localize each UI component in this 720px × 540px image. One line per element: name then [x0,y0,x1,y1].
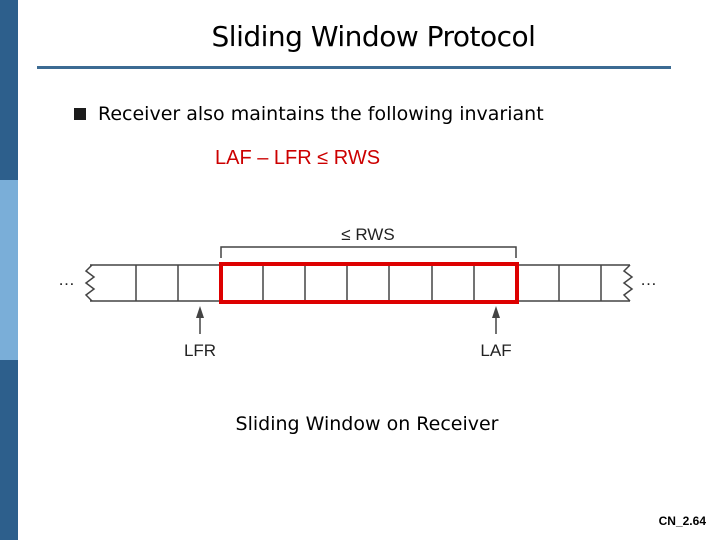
torn-edge-right [622,264,634,302]
title-underline [37,66,671,69]
diagram-caption: Sliding Window on Receiver [235,413,499,435]
sidebar-accent [0,0,18,540]
slide-title: Sliding Window Protocol [211,20,536,53]
sidebar-segment-bottom [0,360,18,540]
lfr-arrow-head-icon [196,306,204,318]
ellipsis-right: … [640,270,657,289]
bullet-text: Receiver also maintains the following in… [98,103,544,125]
ellipsis-left: … [58,270,75,289]
sidebar-segment-middle [0,180,18,360]
laf-label: LAF [480,341,511,360]
sidebar-segment-top [0,0,18,180]
lfr-label: LFR [184,341,216,360]
window-size-bracket [220,246,517,258]
torn-edge-left [84,264,96,302]
cell-dividers [135,265,602,301]
bullet-square-icon [74,108,86,120]
laf-arrow-head-icon [492,306,500,318]
invariant-formula: LAF – LFR ≤ RWS [215,147,381,169]
window-size-label: ≤ RWS [341,225,394,244]
receive-window-box [219,262,519,304]
slide-number: CN_2.64 [658,514,706,528]
